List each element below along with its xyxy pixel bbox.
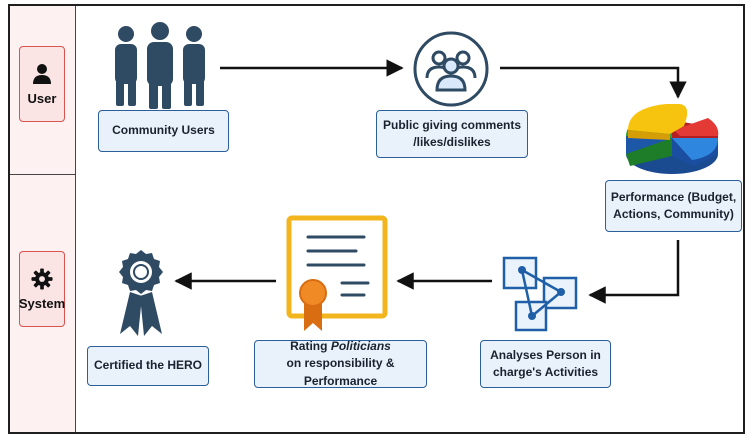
- node-analyses: Analyses Person in charge's Activities: [480, 340, 611, 388]
- node-rating-prefix: Rating: [290, 338, 331, 353]
- node-performance-line1: Performance (Budget,: [610, 189, 737, 204]
- node-certified: Certified the HERO: [87, 346, 209, 386]
- certificate-icon: [286, 215, 388, 331]
- lane-divider: [10, 174, 76, 175]
- node-rating: Rating Politicians on responsibility & P…: [254, 338, 427, 388]
- network-analysis-icon: [502, 256, 578, 332]
- node-rating-line2: on responsibility & Performance: [286, 356, 395, 388]
- node-public-comments: Public giving comments /likes/dislikes: [376, 110, 528, 158]
- node-community-users: Community Users: [98, 110, 229, 152]
- node-analyses-line2: charge's Activities: [492, 365, 599, 379]
- swimlane-column: User Syst: [10, 6, 76, 432]
- node-analyses-line1: Analyses Person in: [490, 347, 601, 362]
- node-community-users-label: Community Users: [112, 123, 215, 138]
- pie-chart-icon: [626, 104, 719, 174]
- node-certified-label: Certified the HERO: [93, 358, 202, 373]
- award-ribbon-icon: [119, 250, 163, 336]
- people-circle-icon: [413, 31, 489, 107]
- node-public-comments-line2: /likes/dislikes: [413, 135, 491, 149]
- gear-icon: [31, 267, 53, 290]
- lane-system: System: [19, 251, 65, 327]
- people-group-icon: [115, 22, 205, 109]
- person-icon: [33, 63, 51, 84]
- node-rating-emphasis: Politicians: [330, 338, 391, 353]
- node-public-comments-line1: Public giving comments: [382, 117, 522, 132]
- lane-user: User: [19, 46, 65, 122]
- node-performance: Performance (Budget, Actions, Community): [605, 180, 742, 232]
- lane-user-label: User: [27, 90, 57, 106]
- node-rating-line1: Rating Politicians: [255, 338, 426, 355]
- node-performance-line2: Actions, Community): [613, 207, 734, 221]
- lane-system-label: System: [18, 295, 66, 311]
